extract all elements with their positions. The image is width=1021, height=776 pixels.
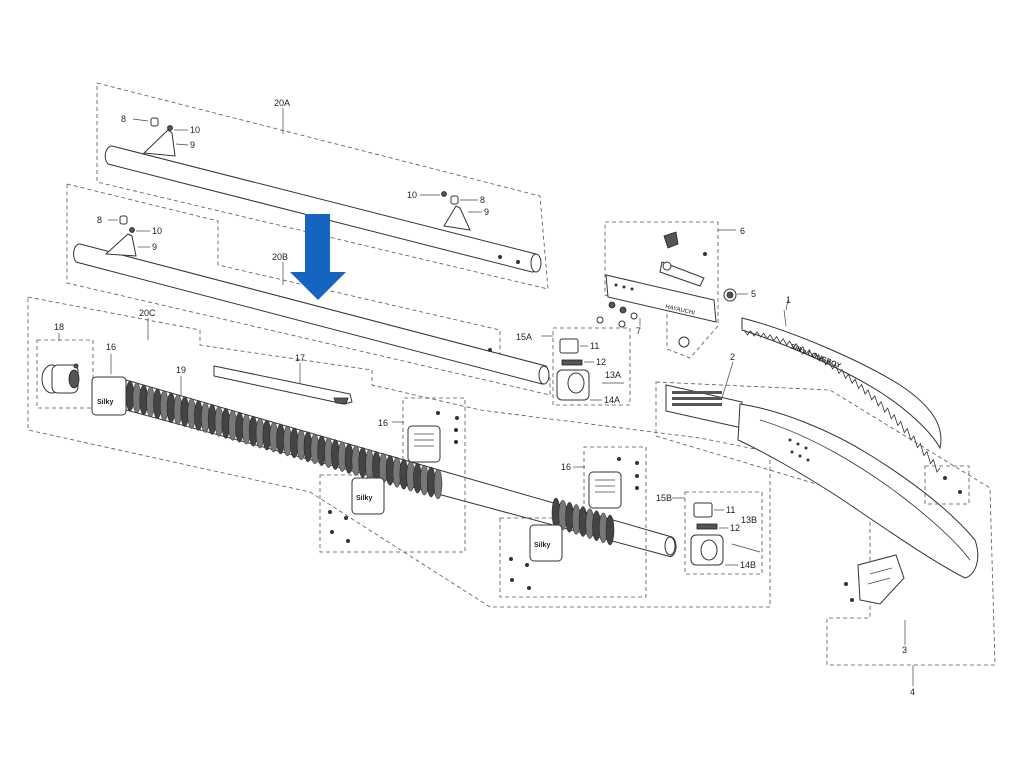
insert-17 (213, 365, 353, 405)
svg-text:9: 9 (484, 207, 489, 217)
label-20b: 20B (272, 252, 288, 262)
svg-text:16: 16 (378, 418, 388, 428)
label-20a: 20A (274, 98, 290, 108)
svg-text:1: 1 (786, 295, 791, 305)
svg-text:10: 10 (190, 125, 200, 135)
svg-text:Silky: Silky (356, 495, 372, 502)
pole-20c-box (27, 296, 771, 608)
svg-text:12: 12 (596, 357, 606, 367)
pole-20a-group: 20A 8 10 9 10 8 9 (96, 82, 549, 290)
svg-text:18: 18 (54, 322, 64, 332)
belt-clip-3 (857, 554, 905, 605)
grip-19 (125, 380, 443, 500)
svg-text:8: 8 (121, 114, 126, 124)
svg-text:11: 11 (590, 341, 599, 351)
saw-head-group: 6 HAYAUCHI 7 5 (596, 221, 756, 359)
pole-20c-group: 20C 18 16 Silky 19 17 16 Silky (27, 296, 771, 608)
svg-text:5: 5 (751, 289, 756, 299)
svg-text:11: 11 (726, 505, 735, 515)
svg-text:7: 7 (636, 326, 641, 336)
svg-text:4: 4 (910, 687, 915, 697)
svg-text:14B: 14B (740, 560, 756, 570)
svg-text:10: 10 (407, 190, 417, 200)
svg-text:19: 19 (176, 365, 186, 375)
svg-text:16: 16 (561, 462, 571, 472)
svg-text:12: 12 (730, 523, 740, 533)
svg-text:9: 9 (190, 140, 195, 150)
pole-20b-group: 20B 8 10 9 (66, 183, 551, 396)
svg-text:17: 17 (295, 353, 305, 363)
svg-text:13A: 13A (605, 370, 621, 380)
svg-text:3: 3 (902, 645, 907, 655)
svg-text:13B: 13B (741, 515, 757, 525)
scabbard-body (737, 403, 979, 579)
svg-text:8: 8 (97, 215, 102, 225)
svg-text:6: 6 (740, 226, 745, 236)
svg-text:15B: 15B (656, 493, 672, 503)
svg-text:16: 16 (106, 342, 116, 352)
svg-text:2: 2 (730, 352, 735, 362)
lock-15a-group: 15A 11 12 13A 14A (516, 327, 631, 406)
svg-text:14A: 14A (604, 395, 620, 405)
label-20c: 20C (139, 308, 156, 318)
head-plate (605, 274, 717, 323)
pole-20a-box (96, 82, 549, 290)
svg-text:Silky: Silky (97, 399, 113, 406)
svg-text:8: 8 (480, 195, 485, 205)
svg-text:Silky: Silky (534, 542, 550, 549)
lock-15b-group: 15B 11 12 13B 14B (656, 491, 763, 575)
scabbard-group: 2 3 4 (655, 352, 996, 697)
svg-text:15A: 15A (516, 332, 532, 342)
svg-text:10: 10 (152, 226, 162, 236)
svg-text:9: 9 (152, 242, 157, 252)
pole-20b-box (66, 183, 551, 396)
blue-down-arrow (290, 214, 346, 300)
